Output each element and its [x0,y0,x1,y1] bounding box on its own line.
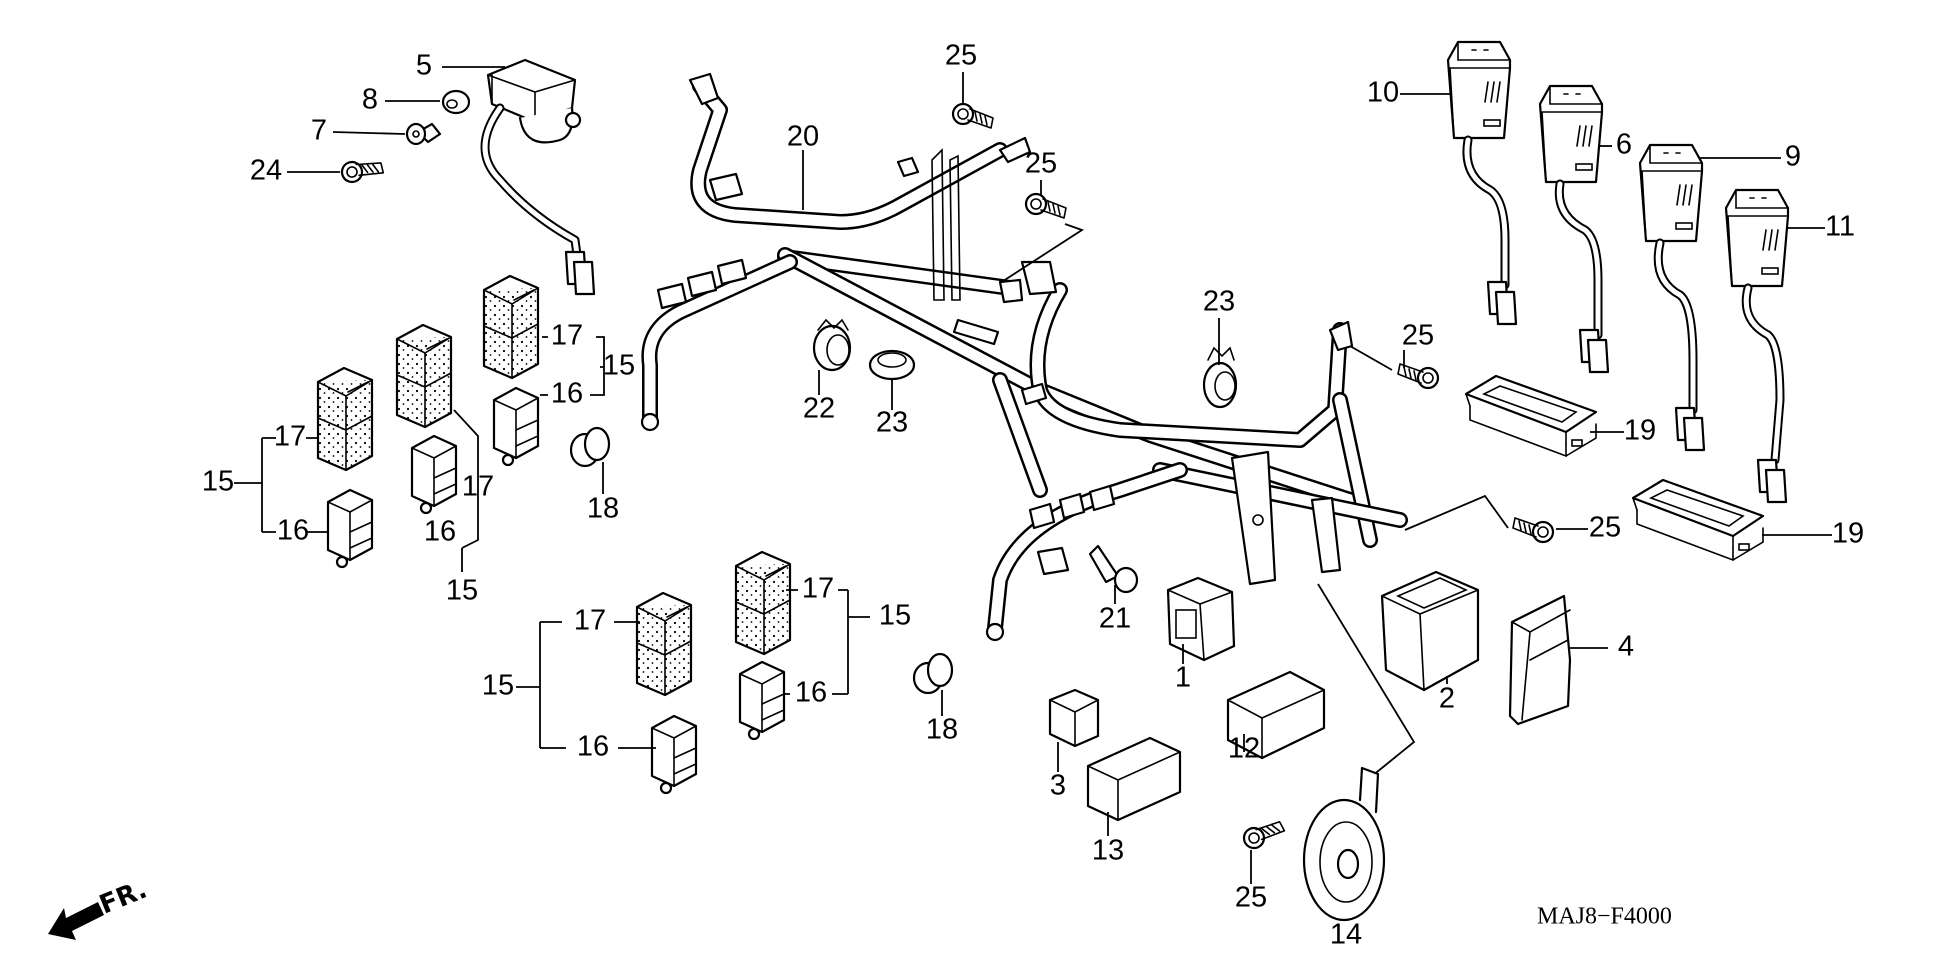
part-25-bolt-top [951,102,995,130]
callout-25: 25 [1235,882,1267,914]
part-16-relay [326,488,374,569]
callout-17: 17 [802,573,834,605]
part-6-switch [1538,84,1610,374]
callout-17: 17 [274,421,306,453]
part-16-relay [738,660,786,741]
callout-17: 17 [462,471,494,503]
part-16-relay [492,386,540,467]
part-8-rubber-mount [441,89,471,115]
callout-25: 25 [1025,148,1057,180]
leader-line [1317,583,1416,777]
callout-5: 5 [416,50,432,82]
part-25-bolt-lower-right [1511,516,1555,544]
callout-1: 1 [1175,662,1191,694]
callout-16: 16 [577,731,609,763]
callout-22: 22 [803,393,835,425]
part-16-relay [410,434,458,515]
callout-16: 16 [795,677,827,709]
callout-19: 19 [1832,518,1864,550]
part-13-relay-unit [1086,736,1182,822]
callout-7: 7 [311,115,327,147]
part-20-harness-stay [640,72,1408,642]
callout-18: 18 [926,714,958,746]
callout-9: 9 [1785,141,1801,173]
callout-15: 15 [446,575,478,607]
part-24-bolt [337,149,387,191]
callout-12: 12 [1228,733,1260,765]
callout-11: 11 [1825,211,1855,243]
callout-18: 18 [587,493,619,525]
callout-8: 8 [362,84,378,116]
part-12-relay-unit [1226,670,1326,760]
drawing-code: MAJ8−F4000 [1537,904,1672,930]
callout-14: 14 [1330,919,1362,951]
callout-10: 10 [1367,77,1399,109]
part-16-relay [650,714,698,795]
front-direction-indicator: FR. [48,875,151,940]
part-17-relay-cover [316,366,374,472]
callout-16: 16 [551,378,583,410]
part-22-clamp [812,318,852,372]
callout-25: 25 [1402,320,1434,352]
callout-15: 15 [879,600,911,632]
callout-17: 17 [574,605,606,637]
callout-15: 15 [603,350,635,382]
part-2-connector-cover [1380,570,1480,692]
front-arrow-icon [48,902,104,940]
part-10-switch [1446,40,1518,326]
callout-labels: 5 8 7 24 20 25 25 10 6 9 11 23 25 19 19 … [202,40,1864,951]
callout-20: 20 [787,121,819,153]
part-19-bezel-upper [1464,374,1598,458]
callout-23: 23 [1203,286,1235,318]
part-21-screw [1088,544,1139,594]
callout-leaders [234,66,1832,884]
part-23-clamp-right [1202,346,1238,409]
callout-16: 16 [277,515,309,547]
part-18-grommet [569,426,611,468]
part-23-clamp-left [868,349,916,381]
callout-17: 17 [551,320,583,352]
callout-2: 2 [1439,683,1455,715]
part-17-relay-cover [482,274,540,380]
part-5-relay-harness [480,58,596,296]
leader-line [999,223,1085,284]
front-direction-label: FR. [95,875,151,921]
callout-23: 23 [876,407,908,439]
callout-21: 21 [1099,603,1131,635]
part-1-connector [1166,576,1236,662]
callout-15: 15 [482,670,514,702]
leader-line [1349,345,1393,371]
part-17-relay-cover [395,323,453,429]
callout-6: 6 [1616,129,1632,161]
part-25-bolt-bottom [1238,809,1288,857]
callout-3: 3 [1050,770,1066,802]
part-9-switch [1638,143,1706,452]
part-18-grommet [912,652,954,695]
part-17-relay-cover [635,591,693,697]
part-17-relay-cover [734,550,792,656]
callout-25: 25 [1589,512,1621,544]
part-7-collar [405,122,442,146]
callout-24: 24 [250,155,282,187]
callout-15: 15 [202,466,234,498]
leader-line [1404,494,1509,531]
callout-16: 16 [424,516,456,548]
callout-4: 4 [1618,631,1634,663]
part-25-bolt-upper [1024,192,1068,220]
part-3-connector [1048,688,1100,748]
callout-25: 25 [945,40,977,72]
part-19-bezel-lower [1631,478,1765,562]
part-4-control-cover [1508,594,1572,726]
part-11-switch [1724,188,1790,504]
part-14-horn [1302,766,1386,922]
callout-19: 19 [1624,415,1656,447]
callout-13: 13 [1092,835,1124,867]
